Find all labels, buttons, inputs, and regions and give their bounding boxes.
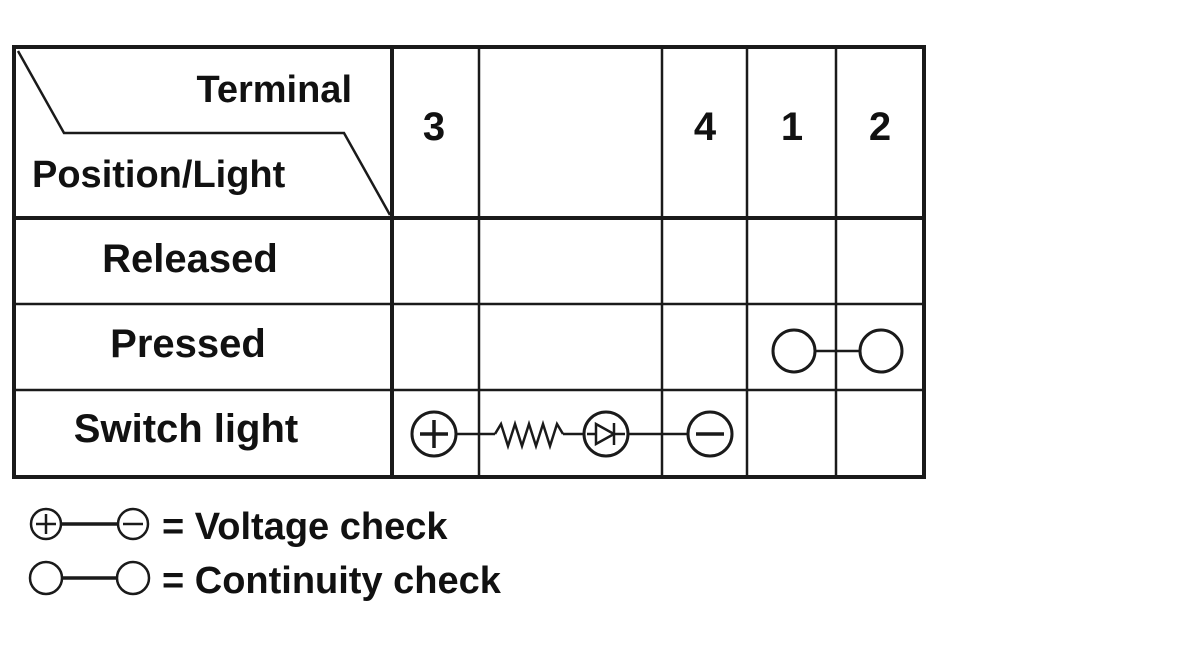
- voltage-connection-3-4: [410, 410, 734, 458]
- legend-continuity-check: = Continuity check: [28, 560, 502, 602]
- terminal-header-3: 3: [423, 105, 445, 149]
- open-circle-terminal-icon: [771, 328, 817, 374]
- plus-terminal-icon: [410, 410, 458, 458]
- open-circle-terminal-icon: [28, 560, 64, 596]
- continuity-connection-1-2: [771, 328, 904, 374]
- legend-continuity-label: = Continuity check: [162, 560, 502, 602]
- open-circle-terminal-icon: [858, 328, 904, 374]
- minus-terminal-icon: [686, 410, 734, 458]
- legend-voltage-label: = Voltage check: [162, 506, 448, 548]
- corner-cell-divider: [16, 50, 392, 216]
- plus-terminal-icon: [29, 507, 63, 541]
- terminal-header-2: 2: [869, 105, 891, 149]
- corner-position-label: Position/Light: [32, 154, 286, 196]
- open-circle-terminal-icon: [115, 560, 151, 596]
- row-label-released: Released: [102, 237, 278, 281]
- terminal-header-4: 4: [694, 105, 717, 149]
- row-label-pressed: Pressed: [110, 322, 266, 366]
- corner-terminal-label: Terminal: [196, 69, 352, 111]
- terminal-header-1: 1: [781, 105, 803, 149]
- table-border: [12, 45, 926, 479]
- legend-voltage-check: = Voltage check: [29, 506, 448, 548]
- resistor-icon: [493, 419, 565, 451]
- led-diode-icon: [582, 410, 630, 458]
- row-label-switch-light: Switch light: [74, 407, 298, 451]
- minus-terminal-icon: [116, 507, 150, 541]
